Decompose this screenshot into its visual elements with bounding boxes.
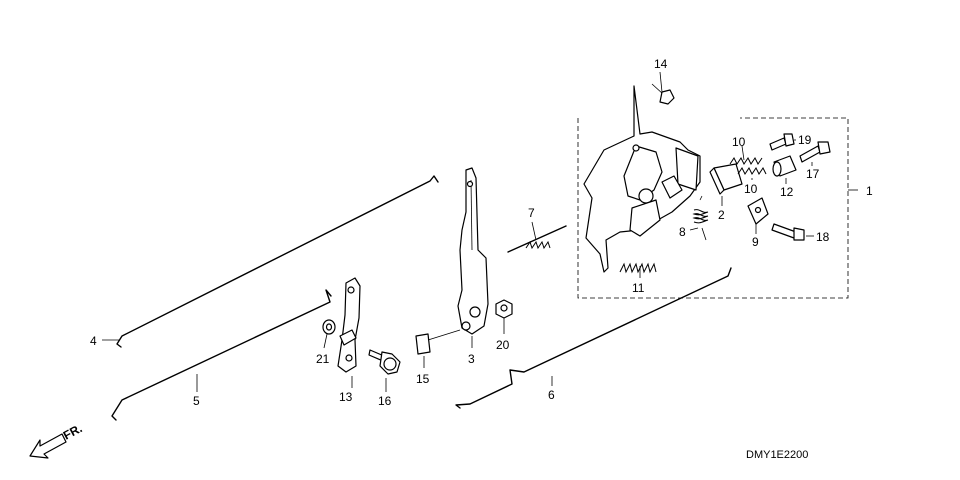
callout-20: 20 [496, 338, 510, 352]
collar-12 [772, 155, 797, 177]
callout-2: 2 [718, 208, 725, 222]
spring-rod-7 [507, 225, 567, 253]
bolt-16 [368, 349, 401, 375]
callouts: 1 2 3 4 5 6 7 8 9 10 10 11 12 13 14 15 1… [90, 57, 873, 408]
bracket-13 [337, 277, 361, 373]
springs-10 [729, 157, 767, 175]
washer-21 [322, 319, 336, 335]
callout-9: 9 [752, 235, 759, 249]
callout-14: 14 [654, 57, 668, 71]
callout-5: 5 [193, 394, 200, 408]
bolt-19 [769, 133, 795, 151]
part-15 [415, 329, 461, 355]
control-plate [583, 85, 701, 273]
callout-4: 4 [90, 334, 97, 348]
callout-19: 19 [798, 133, 812, 147]
nut-20 [495, 299, 513, 319]
callout-11: 11 [632, 281, 645, 295]
assembly-box [577, 117, 858, 299]
callout-1: 1 [866, 184, 873, 198]
callout-7: 7 [528, 206, 535, 220]
callout-15: 15 [416, 372, 430, 386]
callout-17: 17 [806, 167, 820, 181]
bolt-14 [651, 83, 675, 105]
lever-3 [457, 167, 489, 335]
diagram-code: DMY1E2200 [746, 449, 808, 461]
front-arrow-icon [29, 433, 67, 459]
callout-3: 3 [468, 352, 475, 366]
front-direction-indicator: FR. [29, 421, 84, 459]
spring-11 [619, 262, 657, 274]
bolt-18 [771, 223, 805, 241]
callout-10b: 10 [744, 182, 758, 196]
plate-2 [709, 163, 743, 195]
rod-4 [116, 175, 439, 348]
spring-8 [692, 195, 709, 241]
bolt-17 [799, 141, 831, 163]
callout-18: 18 [816, 230, 830, 244]
rod-5 [111, 289, 332, 421]
leader-lines [102, 71, 814, 392]
rod-6 [455, 267, 732, 409]
callout-6: 6 [548, 388, 555, 402]
callout-12: 12 [780, 185, 794, 199]
callout-13: 13 [339, 390, 353, 404]
plate-9 [747, 197, 769, 225]
callout-10a: 10 [732, 135, 746, 149]
callout-21: 21 [316, 352, 330, 366]
callout-16: 16 [378, 394, 392, 408]
callout-8: 8 [679, 225, 686, 239]
